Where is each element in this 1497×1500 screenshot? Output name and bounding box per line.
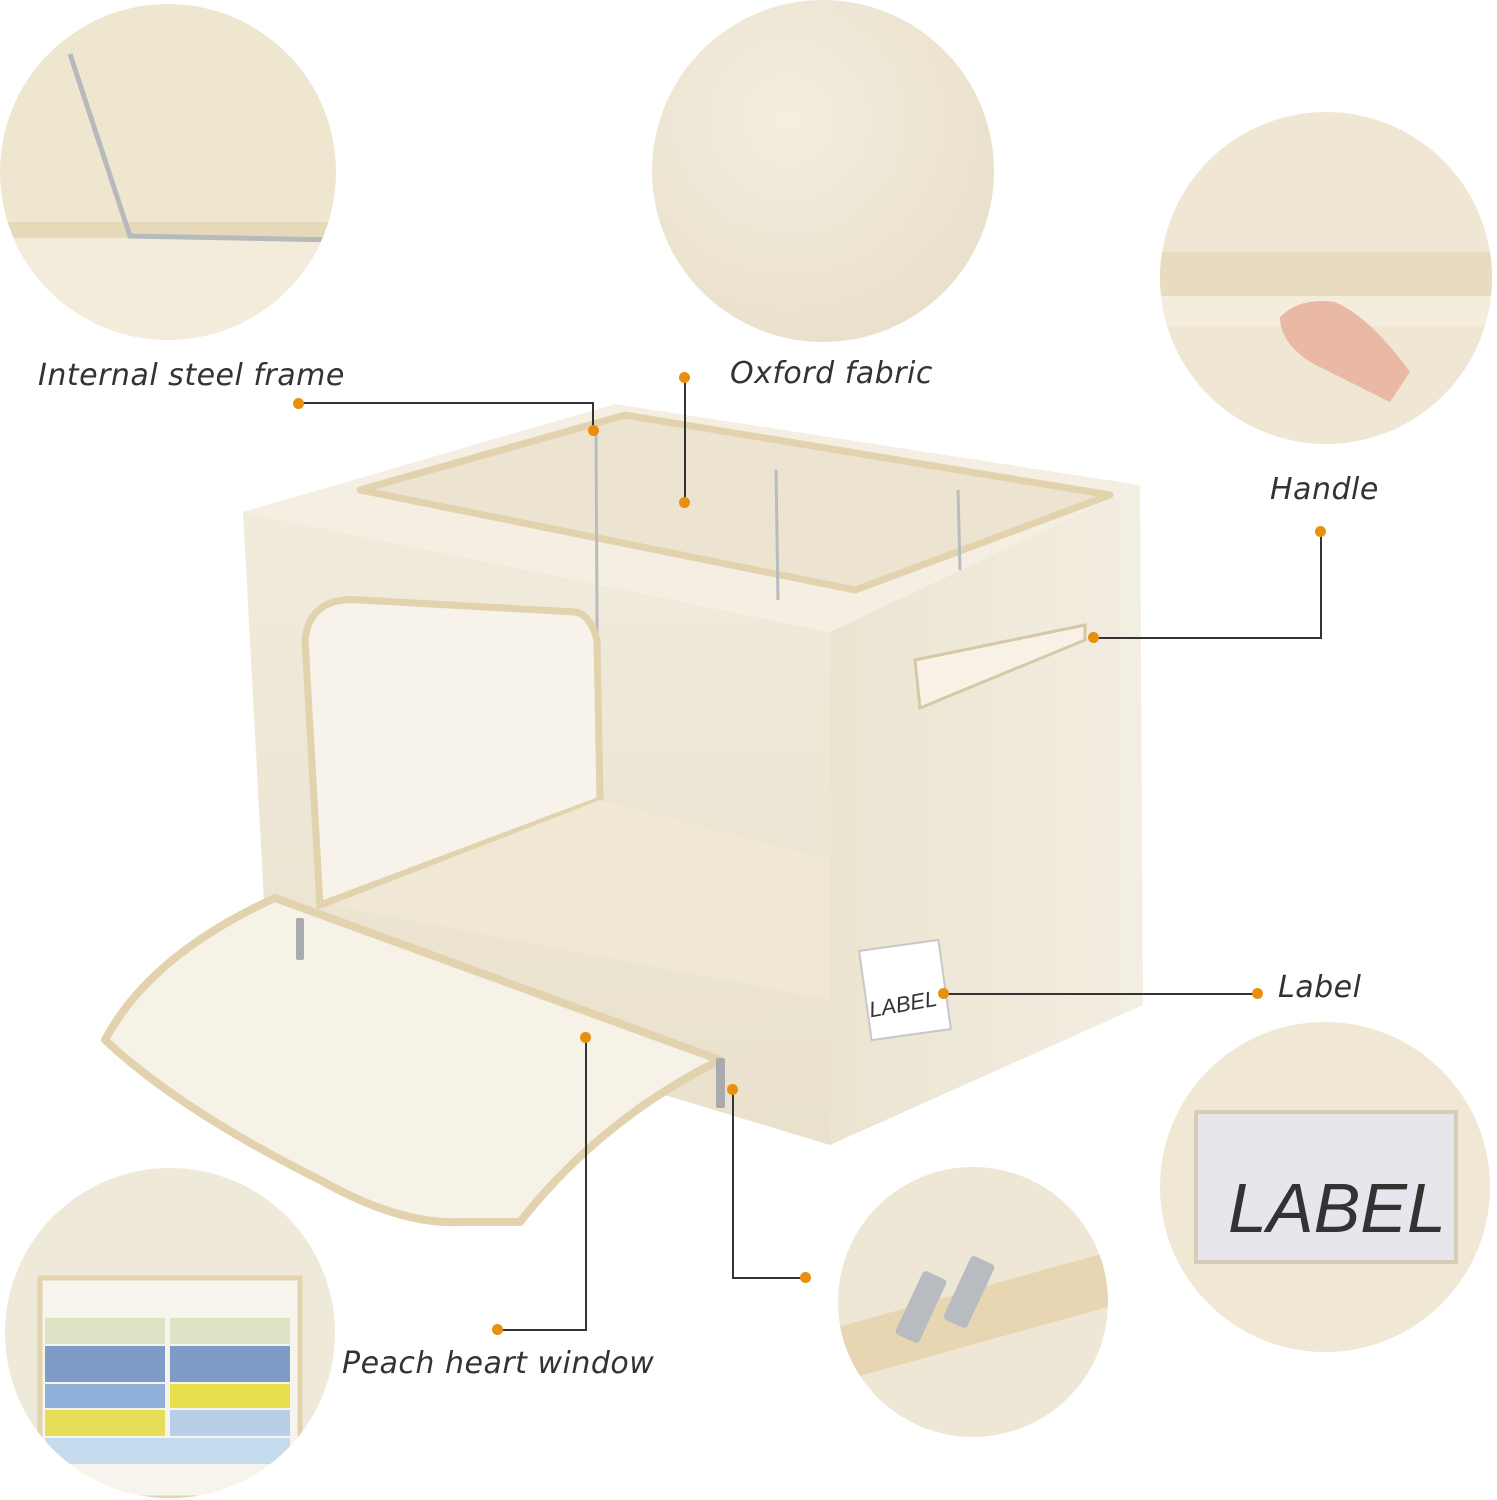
leader-dot <box>679 497 690 508</box>
label-closeup-text: LABEL <box>1228 1169 1446 1247</box>
leader-dot <box>1315 526 1326 537</box>
leader-dot <box>800 1272 811 1283</box>
leader-dot <box>727 1084 738 1095</box>
leader-dot <box>679 372 690 383</box>
leader-line <box>1320 531 1322 638</box>
handle-closeup <box>1160 112 1492 444</box>
leader-line <box>1094 637 1322 639</box>
oxford-fabric-closeup <box>652 0 994 342</box>
leader-line <box>732 1089 734 1279</box>
steel-frame-closeup <box>0 4 336 340</box>
leader-dot <box>492 1324 503 1335</box>
leader-dot <box>588 425 599 436</box>
leader-dot <box>1252 988 1263 999</box>
callout-internal-steel-frame: Internal steel frame <box>38 358 345 393</box>
callout-oxford-fabric: Oxford fabric <box>730 356 933 391</box>
leader-line <box>298 402 594 404</box>
leader-dot <box>293 398 304 409</box>
leader-dot <box>938 988 949 999</box>
leader-line <box>585 1037 587 1330</box>
leader-dot <box>580 1032 591 1043</box>
leader-line <box>592 402 594 430</box>
window-closeup <box>5 1168 335 1498</box>
zipper-closeup <box>838 1167 1108 1437</box>
label-closeup: LABEL <box>1160 1022 1490 1352</box>
leader-line <box>497 1329 587 1331</box>
callout-label: Label <box>1278 970 1362 1005</box>
leader-line <box>944 993 1258 995</box>
callout-peach-heart-window: Peach heart window <box>342 1346 655 1381</box>
leader-line <box>732 1277 804 1279</box>
callout-handle: Handle <box>1270 472 1379 507</box>
leader-line <box>684 380 686 502</box>
leader-dot <box>1088 632 1099 643</box>
